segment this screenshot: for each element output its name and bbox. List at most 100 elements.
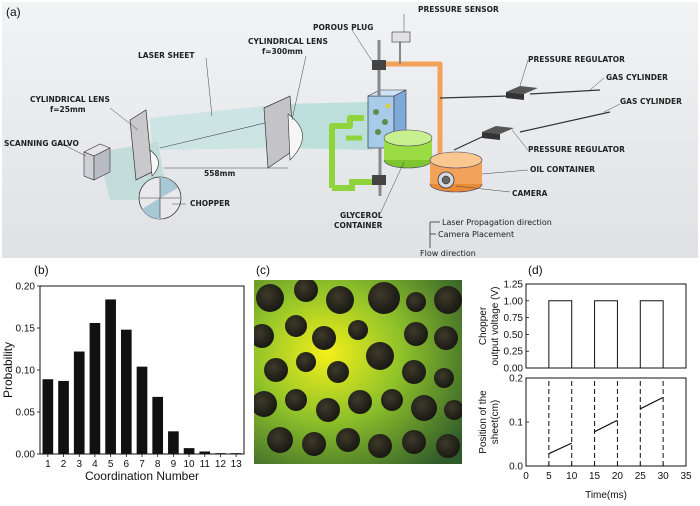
label-pressure-regulator-1: PRESSURE REGULATOR [528, 55, 625, 64]
x-tick-label: 5 [108, 459, 114, 470]
bar-5 [105, 299, 116, 454]
label-focal-25: f=25mm [50, 105, 86, 114]
x-tick-label: 12 [215, 459, 227, 470]
label-container: CONTAINER [334, 221, 383, 230]
regulator-1-body [506, 92, 524, 100]
panel-b-x-axis-label: Coordination Number [85, 469, 199, 483]
x-tick-label: 10 [184, 459, 196, 470]
y-tick-label: 1.25 [504, 280, 524, 291]
label-distance: 558mm [204, 169, 235, 178]
x-tick-label: 7 [139, 459, 145, 470]
x-tick-label: 3 [76, 459, 82, 470]
x-tick-label: 35 [680, 471, 692, 482]
bead-dot [373, 109, 379, 115]
panel-d-bottom-series [548, 378, 664, 466]
x-tick-label: 8 [155, 459, 161, 470]
panel-d-timing-charts: (d) 0.000.250.500.751.001.25 0.00.10.2 0… [478, 263, 692, 501]
label-porous-plug: POROUS PLUG [313, 23, 373, 32]
regulator-2-top [482, 126, 514, 134]
bottom-valve [372, 175, 386, 185]
y-tick-label: 0.00 [16, 450, 36, 461]
label-chopper: CHOPPER [190, 199, 230, 208]
x-tick-label: 30 [658, 471, 670, 482]
gas-line-1b [529, 89, 601, 95]
panel-c-photo: (c) [254, 263, 462, 464]
bar-7 [136, 366, 148, 454]
lens-f25-curve [149, 149, 159, 177]
y-tick-label: 0.25 [504, 347, 524, 358]
panel-d-top-frame [525, 283, 687, 369]
pressure-sensor [391, 31, 411, 43]
oil-pipe [386, 61, 443, 160]
x-tick-label: 1 [45, 459, 51, 470]
y-tick-label: 0.0 [509, 462, 523, 473]
x-tick-label: 2 [61, 459, 67, 470]
bar-11 [199, 451, 211, 454]
label-pressure-regulator-2: PRESSURE REGULATOR [528, 145, 625, 154]
label-camera-placement: Camera Placement [438, 230, 514, 239]
glycerol-pipe-lower [332, 179, 378, 191]
bar-3 [73, 351, 85, 454]
bar-4 [89, 322, 101, 454]
bar-1 [42, 379, 54, 454]
panel-d-label: (d) [528, 263, 543, 277]
lens-f300-curve [287, 113, 303, 161]
bar-12 [215, 453, 226, 454]
bead-dot [375, 129, 381, 135]
bar-6 [120, 329, 132, 454]
camera-lens-icon [441, 175, 451, 185]
y-tick-label: 0.10 [16, 366, 36, 377]
sheet-position-segment-1 [548, 442, 572, 455]
label-laser-propagation: Laser Propagation direction [442, 218, 552, 227]
bar-10 [183, 448, 195, 454]
bar-13 [230, 453, 242, 454]
panel-b-y-ticks: 0.000.050.100.150.20 [16, 282, 40, 461]
x-tick-label: 13 [231, 459, 243, 470]
gas-line-2 [453, 135, 485, 151]
panel-d-top-series [548, 300, 664, 368]
regulator-1-top [506, 86, 538, 94]
sheet-position-segment-3 [640, 396, 664, 410]
x-tick-label: 5 [546, 471, 552, 482]
glycerol-container-top [383, 129, 433, 147]
panel-b-bars [42, 299, 242, 454]
label-scanning-galvo: SCANNING GALVO [4, 139, 79, 148]
panel-d-top-y-ticks: 0.000.250.500.751.001.25 [504, 280, 529, 375]
gas-line-2b [519, 111, 611, 133]
y-tick-label: 0.20 [16, 282, 36, 293]
leader-lines [57, 14, 621, 215]
bar-9 [168, 431, 179, 454]
x-tick-label: 0 [523, 471, 529, 482]
label-gas-cylinder-2: GAS CYLINDER [620, 97, 682, 106]
panel-d-top-ylabel-l1: Chopper [478, 306, 489, 345]
label-cylindrical-lens-25: CYLINDRICAL LENS [30, 95, 110, 104]
x-tick-label: 11 [200, 459, 211, 470]
x-tick-label: 10 [566, 471, 578, 482]
label-flow-direction: Flow direction [420, 249, 476, 258]
porous-plug [372, 60, 386, 70]
chopper-pulse-3 [639, 300, 664, 368]
panel-b-y-axis-label: Probability [1, 342, 15, 398]
x-tick-label: 9 [171, 459, 177, 470]
panel-a-label: (a) [6, 5, 21, 19]
label-oil-container: OIL CONTAINER [530, 165, 595, 174]
panel-d-top-ylabel-l2: output voltage (V) [490, 287, 501, 366]
panel-d-bottom-ylabel-l1: Position of the [478, 390, 489, 454]
glycerol-pipe-upper [329, 115, 364, 188]
y-tick-label: 0.05 [16, 408, 36, 419]
bead-dot [385, 103, 391, 109]
label-focal-300: f=300mm [262, 47, 303, 56]
label-pressure-sensor: PRESSURE SENSOR [418, 5, 499, 14]
label-gas-cylinder-1: GAS CYLINDER [606, 73, 668, 82]
bead-dot [382, 119, 388, 125]
sheet-position-segment-2 [594, 419, 618, 433]
x-tick-label: 4 [92, 459, 98, 470]
galvo-side [83, 151, 95, 181]
chopper-pulse-1 [548, 300, 573, 368]
chopper-blade [160, 177, 178, 198]
